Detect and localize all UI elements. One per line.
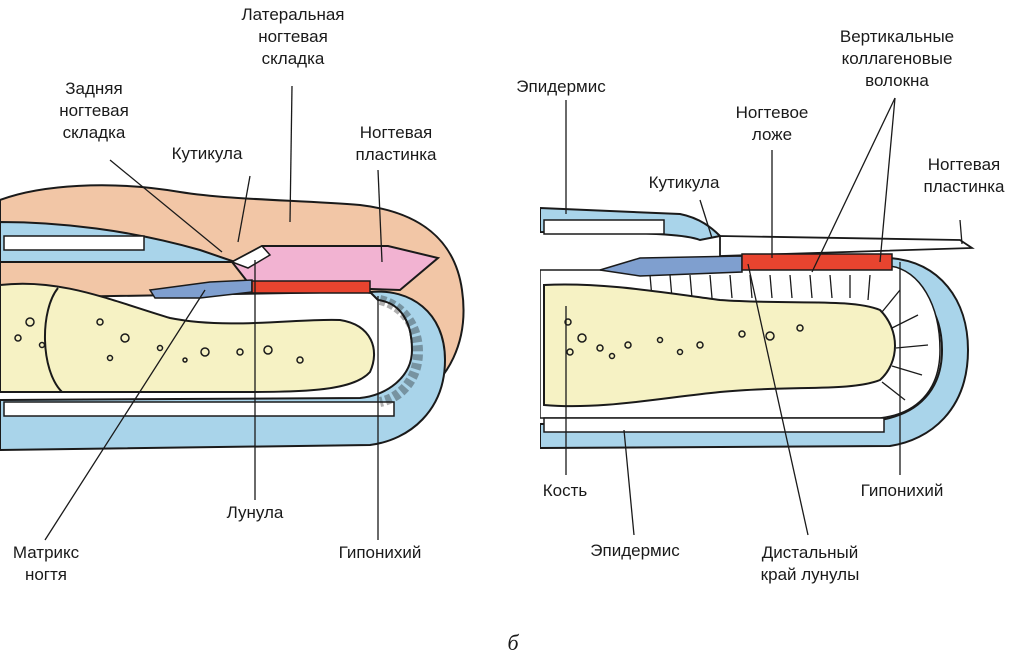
label-bone: Кость: [520, 480, 610, 502]
label-nail-matrix: Матрикс ногтя: [0, 542, 92, 586]
label-nail-bed: Ногтевое ложе: [712, 102, 832, 146]
label-nail-plate-right: Ногтевая пластинка: [904, 154, 1024, 198]
label-epidermis-bottom: Эпидермис: [570, 540, 700, 562]
left-cell-row-top: [4, 236, 144, 250]
label-nail-plate-left: Ногтевая пластинка: [336, 122, 456, 166]
left-cell-row-bottom: [4, 402, 394, 416]
label-hyponychium-left: Гипонихий: [322, 542, 438, 564]
label-cuticle-left: Кутикула: [152, 143, 262, 165]
label-lateral-nail-fold: Латеральная ногтевая складка: [218, 4, 368, 70]
label-cuticle-right: Кутикула: [628, 172, 740, 194]
label-lunula: Лунула: [200, 502, 310, 524]
left-nail-bed: [252, 281, 370, 293]
right-nail-plate: [720, 236, 972, 256]
right-cell-row-top: [544, 220, 664, 234]
panel-letter: б: [498, 630, 528, 656]
label-hyponychium-right: Гипонихий: [842, 480, 962, 502]
label-epidermis-top: Эпидермис: [496, 76, 626, 98]
label-lunula-distal-edge: Дистальный край лунулы: [740, 542, 880, 586]
right-cell-row-bottom: [544, 418, 884, 432]
left-bone: [0, 284, 374, 392]
left-finger-diagram: [0, 185, 464, 450]
label-posterior-nail-fold: Задняя ногтевая складка: [42, 78, 146, 144]
right-matrix: [600, 256, 742, 276]
right-finger-diagram: [540, 208, 972, 448]
label-vertical-collagen-fibers: Вертикальные коллагеновые волокна: [822, 26, 972, 92]
